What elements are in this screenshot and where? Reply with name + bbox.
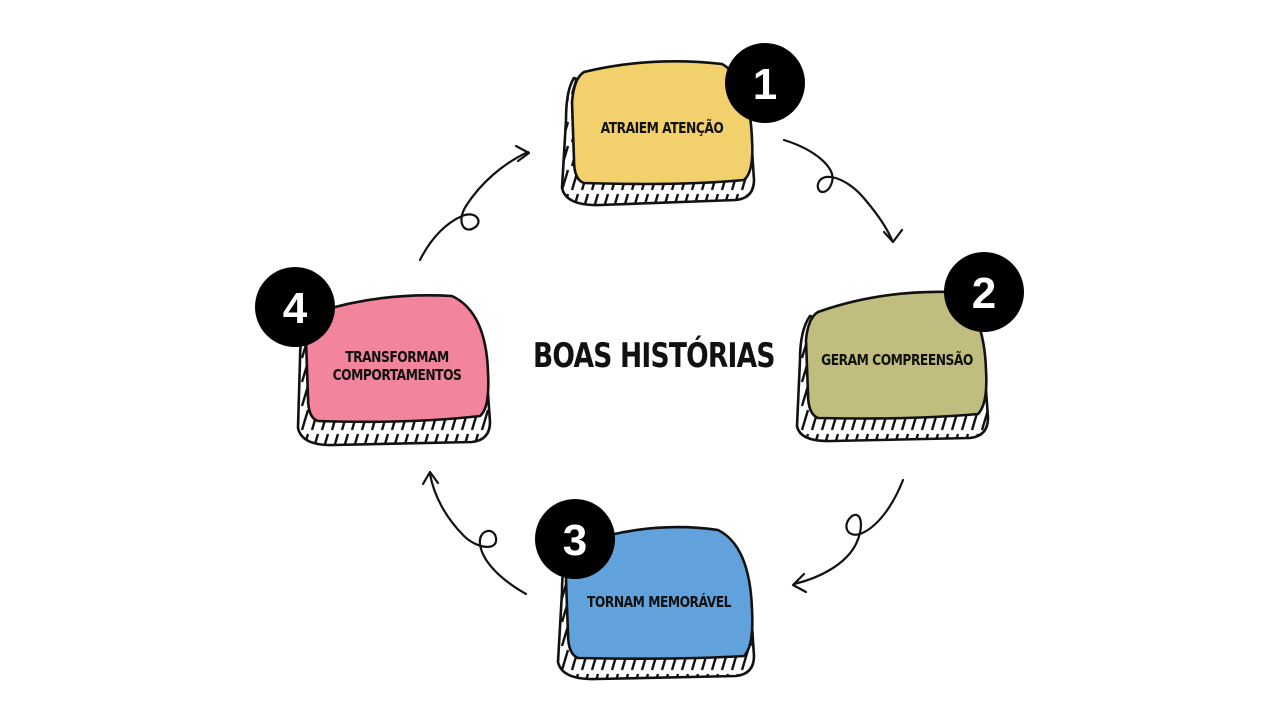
- step-1-badge: 1: [725, 43, 805, 123]
- arrow-4-to-1-head: [514, 144, 531, 163]
- arrow-3-to-4-head: [421, 470, 440, 486]
- step-2-node: [795, 290, 990, 443]
- step-3-node: [556, 525, 756, 681]
- step-2-box: [804, 290, 988, 420]
- arrow-1-to-2-head: [882, 228, 904, 244]
- arrow-2-to-3-head: [791, 572, 808, 594]
- step-1-label: ATRAIEM ATENÇÃO: [600, 119, 724, 137]
- arrow-2-to-3: [792, 478, 905, 586]
- step-4-label-line2: COMPORTAMENTOS: [332, 366, 462, 384]
- step-3-label: TORNAM MEMORÁVEL: [586, 593, 732, 611]
- step-1-box: [570, 60, 754, 186]
- diagram-title: BOAS HISTÓRIAS: [533, 336, 775, 376]
- step-3-number: 3: [563, 516, 587, 565]
- arrow-3-to-4: [428, 472, 528, 596]
- step-4-box: [304, 294, 490, 424]
- step-4-label: TRANSFORMAM COMPORTAMENTOS: [322, 346, 471, 386]
- arrow-1-to-2: [782, 138, 894, 242]
- step-2-number: 2: [972, 269, 996, 318]
- step-3-box: [564, 525, 754, 660]
- step-4-badge: 4: [255, 267, 335, 347]
- step-1-number: 1: [753, 60, 777, 109]
- step-3-badge: 3: [535, 499, 615, 579]
- step-1-node: [560, 60, 756, 207]
- arrow-4-to-1: [418, 150, 530, 262]
- step-4-number: 4: [283, 284, 308, 333]
- step-2-badge: 2: [944, 252, 1024, 332]
- step-2-label: GERAM COMPREENSÃO: [821, 351, 973, 369]
- step-4-label-line1: TRANSFORMAM: [345, 348, 449, 366]
